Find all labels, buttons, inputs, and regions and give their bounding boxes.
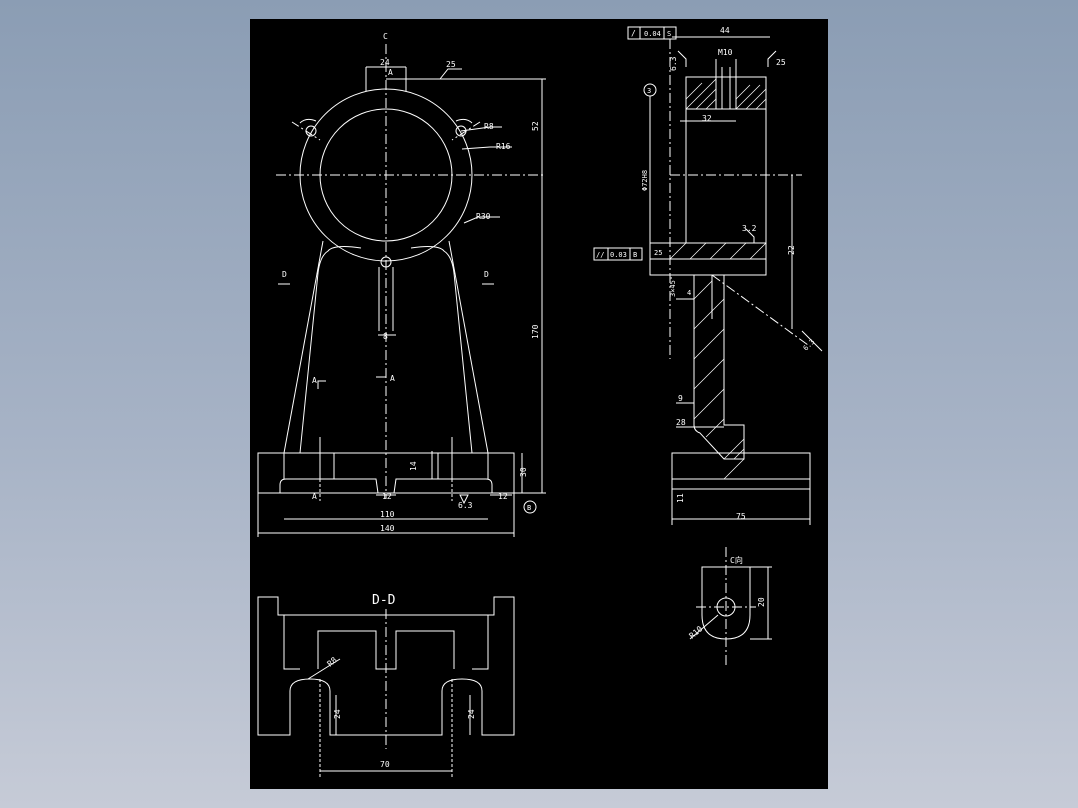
roughness-25-left: 25 xyxy=(654,249,662,257)
dim-m10: M10 xyxy=(718,48,733,57)
dim-4: 4 xyxy=(687,289,691,297)
dim-24: 24 xyxy=(380,58,390,67)
drawing-sheet: C 24 A 25 R8 R16 R30 52 170 D D 8 A A A … xyxy=(250,19,828,789)
parallel-symbol: // xyxy=(596,251,604,259)
dim-24-right: 24 xyxy=(467,709,476,719)
dim-11: 11 xyxy=(676,493,685,503)
datum-b: B xyxy=(527,504,531,512)
section-title: D-D xyxy=(372,593,396,608)
dim-bore: Φ72H8 xyxy=(641,170,649,191)
dim-22: 22 xyxy=(787,245,796,255)
cut-mark-a2: A xyxy=(390,374,395,383)
dim-14: 14 xyxy=(409,461,418,471)
dim-110: 110 xyxy=(380,510,395,519)
parallel-value: 0.03 xyxy=(610,251,627,259)
detail-view xyxy=(689,547,772,665)
roughness-25: 25 xyxy=(446,60,456,69)
hatch xyxy=(669,78,767,480)
front-view xyxy=(257,44,546,537)
flatness-datum: S xyxy=(667,30,671,38)
dim-12b: 12 xyxy=(498,492,508,501)
dim-12a: 12 xyxy=(382,492,392,501)
flatness-value: 0.04 xyxy=(644,30,661,38)
side-view xyxy=(593,26,823,525)
flatness-symbol: / xyxy=(631,29,636,38)
dim-52: 52 xyxy=(531,121,540,131)
dim-32: 32 xyxy=(702,114,712,123)
dim-top-letter: A xyxy=(388,68,393,77)
cut-mark-d-right: D xyxy=(484,270,489,279)
dim-r30: R30 xyxy=(476,212,491,221)
dim-140: 140 xyxy=(380,524,395,533)
dim-24-left: 24 xyxy=(333,709,342,719)
section-view xyxy=(257,596,515,779)
cut-mark-d-left: D xyxy=(282,270,287,279)
cut-mark-a1: A xyxy=(312,376,317,385)
roughness-3-2: 3.2 xyxy=(742,224,757,233)
detail-title: C向 xyxy=(730,555,743,565)
roughness-6-3-side: 6.3 xyxy=(669,56,678,71)
dim-r10: R10 xyxy=(688,624,705,640)
dim-9: 9 xyxy=(678,394,683,403)
balloon-3: 3 xyxy=(647,87,651,95)
dim-20: 20 xyxy=(757,597,766,607)
cut-mark-c: C xyxy=(383,32,388,41)
dim-170: 170 xyxy=(531,324,540,339)
dim-70: 70 xyxy=(380,760,390,769)
dim-28: 28 xyxy=(676,418,686,427)
leader-tag: 6.3 xyxy=(802,338,817,353)
roughness-25-side: 25 xyxy=(776,58,786,67)
engineering-drawing: C 24 A 25 R8 R16 R30 52 170 D D 8 A A A … xyxy=(257,26,823,779)
dim-r16: R16 xyxy=(496,142,511,151)
roughness-6-3: 6.3 xyxy=(458,501,473,510)
cut-mark-a3: A xyxy=(312,492,317,501)
dim-30: 30 xyxy=(519,467,528,477)
dim-75: 75 xyxy=(736,512,746,521)
dim-44: 44 xyxy=(720,26,730,35)
parallel-datum: B xyxy=(633,251,637,259)
dim-8: 8 xyxy=(383,332,388,341)
dim-3x45: 3×45° xyxy=(669,276,677,297)
dim-r8: R8 xyxy=(484,122,494,131)
